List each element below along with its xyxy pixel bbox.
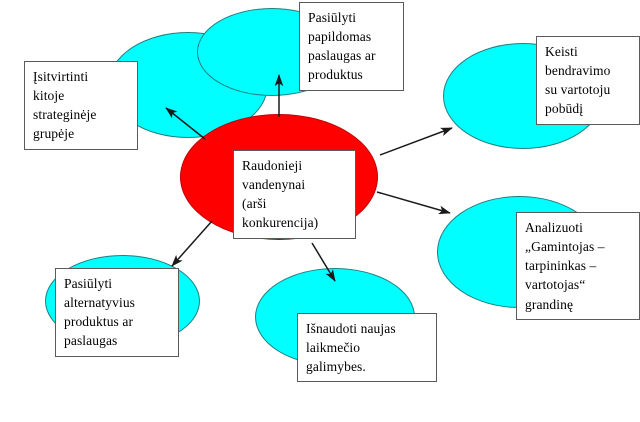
label-line: laikmečio <box>306 340 361 356</box>
label-line: produktus ar <box>64 314 134 330</box>
label-line: konkurencija) <box>242 215 319 231</box>
label-line: papildomas <box>308 29 372 45</box>
label-line: vartotojas“ <box>525 277 586 293</box>
label-box-bottom-left[interactable]: Pasiūlyti alternatyvius produktus ar pas… <box>55 268 179 357</box>
label-line: Įsitvirtinti <box>33 69 89 84</box>
label-line: (arši <box>242 196 267 212</box>
label-line: Pasiūlyti <box>308 10 357 25</box>
arrow-to-bottom-left <box>171 220 213 267</box>
label-line: vandenynai <box>242 177 306 193</box>
label-line: pobūdį <box>545 101 584 117</box>
label-line: strateginėje <box>33 107 97 123</box>
label-line: paslaugas <box>64 333 118 349</box>
arrow-to-top-right <box>379 127 453 156</box>
label-line: grupėje <box>33 126 75 142</box>
label-line: su vartotoju <box>545 82 611 98</box>
label-box-right[interactable]: Analizuoti „Gamintojas – tarpininkas – v… <box>516 212 640 320</box>
label-line: kitoje <box>33 88 65 104</box>
label-box-top-right[interactable]: Keisti bendravimo su vartotoju pobūdį <box>536 36 640 125</box>
label-line: Raudonieji <box>242 158 303 173</box>
label-line: Išnaudoti naujas <box>306 321 396 336</box>
label-line: „Gamintojas – <box>525 239 605 255</box>
label-line: paslaugas ar <box>308 48 376 64</box>
label-line: galimybes. <box>306 359 366 375</box>
label-line: produktus <box>308 67 363 83</box>
label-line: Analizuoti <box>525 220 583 235</box>
label-line: Pasiūlyti <box>64 276 113 291</box>
label-box-center[interactable]: Raudonieji vandenynai (arši konkurencija… <box>233 150 356 239</box>
label-line: grandinę <box>525 296 574 312</box>
label-line: bendravimo <box>545 63 611 79</box>
label-line: tarpininkas – <box>525 258 597 274</box>
label-line: alternatyvius <box>64 295 136 311</box>
arrow-to-right <box>376 191 451 215</box>
label-box-top-left[interactable]: Įsitvirtinti kitoje strateginėje grupėje <box>24 61 138 150</box>
label-line: Keisti <box>545 44 578 59</box>
label-box-bottom-center[interactable]: Išnaudoti naujas laikmečio galimybes. <box>297 313 437 383</box>
label-box-top-center[interactable]: Pasiūlyti papildomas paslaugas ar produk… <box>299 2 404 91</box>
